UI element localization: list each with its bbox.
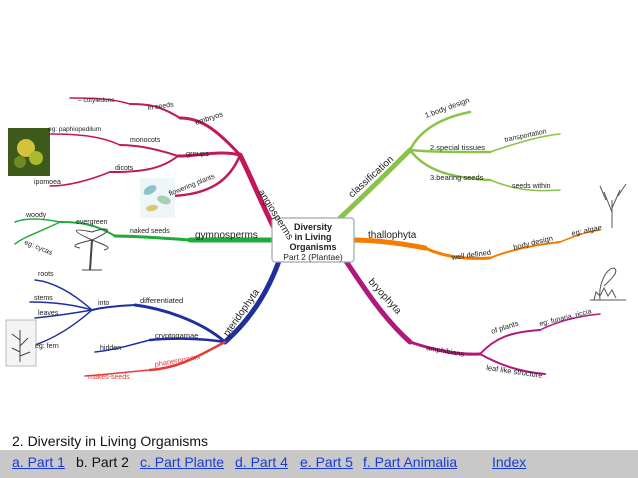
label-classification: classification	[347, 154, 396, 200]
label-naked-seeds: naked seeds	[130, 228, 170, 235]
label-differentiated: differentiated	[140, 296, 183, 305]
navigation-bar: a. Part 1 b. Part 2 c. Part Plante d. Pa…	[0, 450, 638, 478]
label-groups: groups	[186, 149, 209, 158]
algae-sketch-icon	[599, 183, 627, 228]
label-woody: woody	[25, 212, 47, 219]
bryophyta-branch	[337, 249, 601, 375]
label-thallophyta: thallophyta	[368, 230, 417, 241]
label-makes-seeds: makes-seeds	[88, 374, 130, 381]
label-leaves: leaves	[38, 310, 59, 317]
label-into: into	[98, 300, 109, 307]
label-amphibians: amphibians	[426, 343, 466, 359]
center-line-3: Organisms	[289, 242, 336, 252]
nav-link-part-1[interactable]: a. Part 1	[12, 454, 65, 470]
tree-sketch-icon	[74, 228, 109, 271]
nav-link-part-5[interactable]: e. Part 5	[300, 454, 353, 470]
phanerogams-branch	[84, 340, 227, 377]
label-embryos: embryos	[194, 109, 224, 127]
label-pteridophyta: pteridophyta	[221, 287, 262, 339]
label-well-defined: well defined	[450, 248, 491, 263]
label-monocots: monocots	[130, 137, 161, 144]
label-bearing-seeds: 3.bearing seeds	[430, 173, 484, 182]
label-eg-cycas: eg: cycas	[23, 239, 54, 257]
label-ipomoea: ipomoea	[34, 179, 61, 186]
nav-link-part-plante[interactable]: c. Part Plante	[140, 454, 225, 470]
label-eg-paphiopedilum: eg: paphiopedilum	[48, 126, 101, 133]
nav-link-index[interactable]: Index	[492, 454, 527, 470]
pteridophyta-branch	[29, 249, 285, 353]
moss-sketch-icon	[590, 267, 626, 301]
footer-title: 2. Diversity in Living Organisms	[12, 433, 209, 449]
label-eg-fern: eg: fern	[35, 343, 59, 350]
center-line-1: Diversity	[294, 222, 332, 232]
label-hidden: hidden	[100, 345, 121, 352]
label-dicots: dicots	[115, 165, 134, 172]
label-special-tissues: 2.special tissues	[430, 143, 485, 152]
mind-map: Diversity in Living Organisms Part 2 (Pl…	[5, 95, 627, 381]
center-node: Diversity in Living Organisms Part 2 (Pl…	[271, 217, 355, 263]
center-line-4: Part 2 (Plantae)	[283, 252, 343, 262]
label-stems: stems	[34, 295, 53, 302]
nav-current-part-2: b. Part 2	[76, 454, 129, 470]
label-seeds-within: seeds within	[512, 183, 551, 190]
classification-branch	[337, 110, 561, 221]
gymnosperms-branch	[14, 218, 278, 245]
label-body-design-thallo: body design	[512, 233, 553, 252]
nav-link-part-4[interactable]: d. Part 4	[235, 454, 288, 470]
label-phanerogams: phanerogams	[154, 352, 201, 369]
label-body-design: 1.body design	[424, 95, 471, 119]
label-roots: roots	[38, 271, 54, 278]
leaves-illustration-icon	[140, 178, 175, 218]
fern-sketch-icon	[5, 319, 37, 367]
label-gymnosperms: gymnosperms	[195, 230, 258, 241]
label-eg-funaria: eg: funaria, riccia	[539, 308, 593, 328]
label-leaf-like: leaf like structure	[486, 363, 543, 380]
label-evergreen: evergreen	[76, 219, 108, 226]
label-cotyledons: – cotyledons	[78, 97, 115, 104]
thallophyta-branch	[347, 229, 601, 260]
label-in-seeds: in seeds	[147, 101, 174, 112]
angiosperms-branch	[47, 97, 278, 233]
label-eg-algae: eg: algae	[571, 223, 603, 238]
nav-link-part-animalia[interactable]: f. Part Animalia	[363, 454, 458, 470]
center-line-2: in Living	[295, 232, 332, 242]
flower-photo	[8, 128, 50, 176]
label-cryptogamae: cryptogamae	[155, 331, 198, 340]
